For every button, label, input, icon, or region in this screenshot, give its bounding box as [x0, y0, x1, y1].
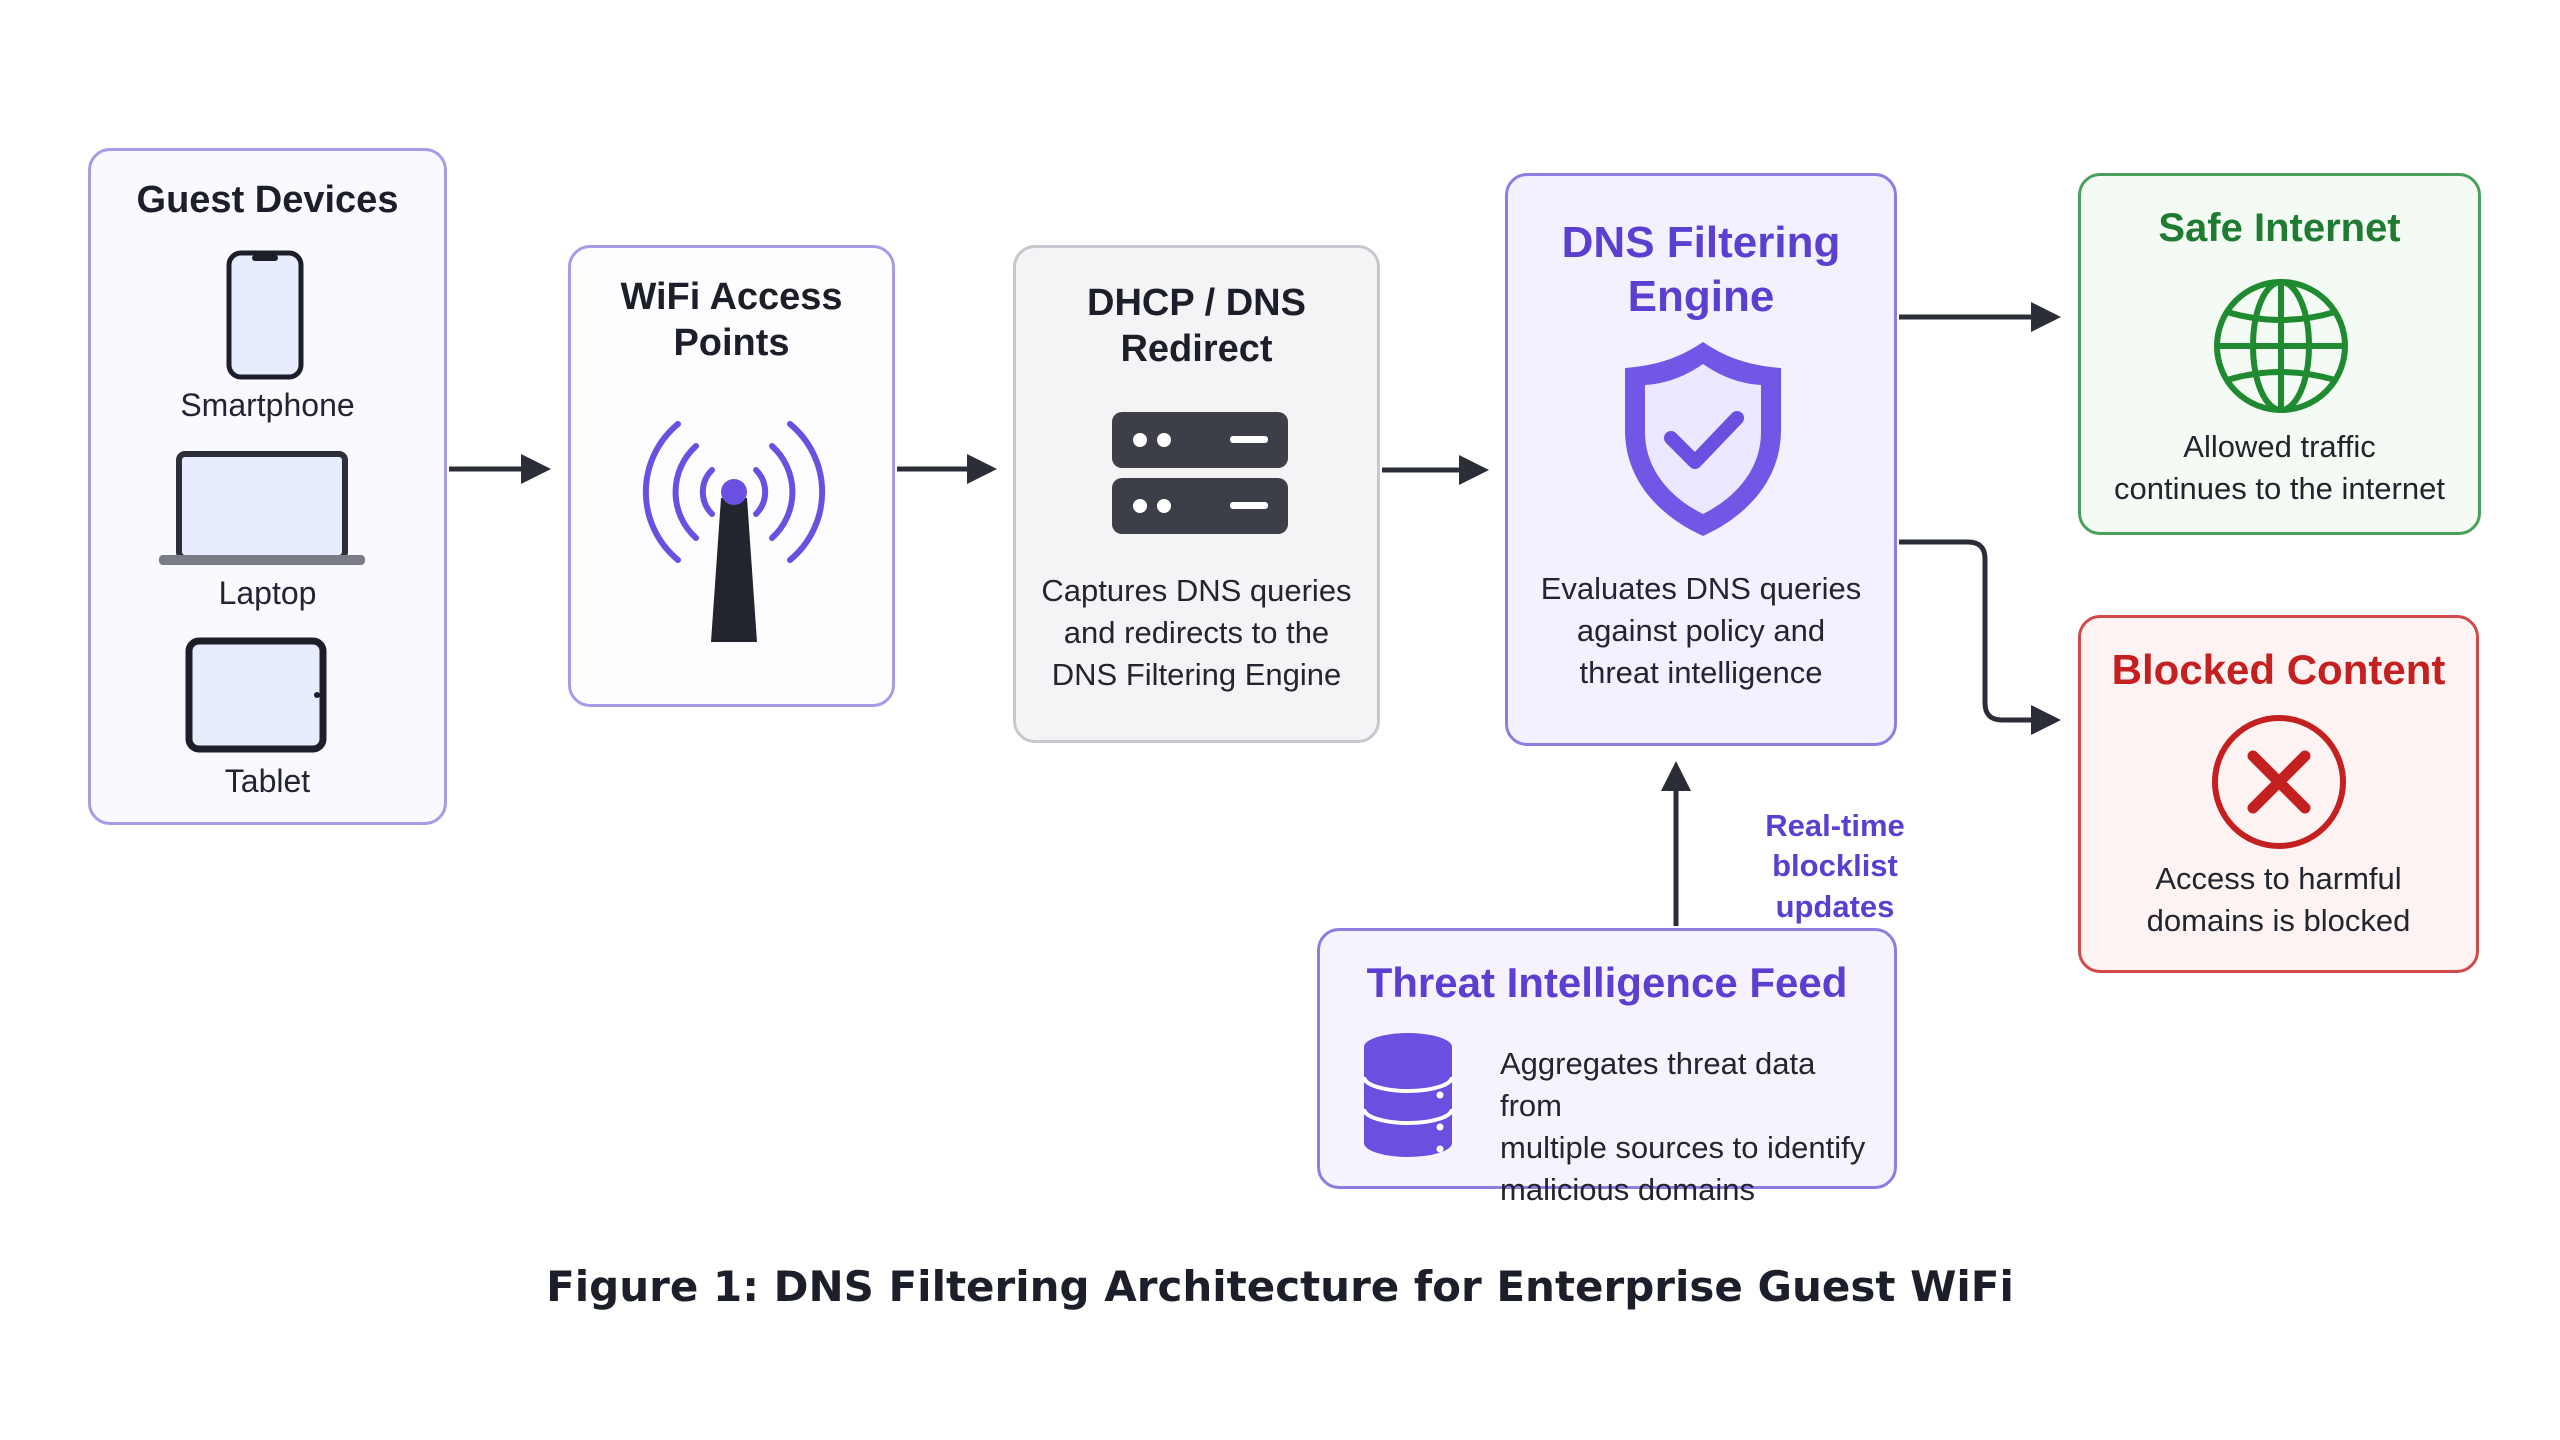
blocklist-updates-label: Real-time blocklist updates [1700, 806, 1970, 927]
desc-line: and redirects to the [1063, 614, 1330, 650]
wifi-access-points-title: WiFi Access Points [571, 274, 892, 367]
edge-label-line: updates [1775, 888, 1895, 924]
smartphone-icon [226, 250, 304, 380]
server-icon [1112, 412, 1288, 534]
device-label-smartphone: Smartphone [180, 387, 355, 423]
guest-devices-title: Guest Devices [136, 179, 399, 221]
threat-intelligence-feed-title: Threat Intelligence Feed [1366, 959, 1848, 1006]
edge-engine-to-blocked [1899, 539, 2061, 735]
desc-line: threat intelligence [1579, 654, 1823, 690]
blocked-content-description: Access to harmful domains is blocked [2081, 858, 2476, 942]
desc-line: multiple sources to identify [1500, 1129, 1866, 1165]
safe-internet-description: Allowed traffic continues to the interne… [2081, 426, 2478, 510]
title-line: DHCP / DNS [1087, 282, 1306, 324]
wifi-antenna-icon [642, 421, 826, 642]
dns-filtering-engine-description: Evaluates DNS queries against policy and… [1508, 568, 1894, 694]
desc-line: Evaluates DNS queries [1540, 571, 1862, 606]
desc-line: Captures DNS queries [1041, 573, 1352, 608]
shield-check-icon [1625, 342, 1781, 536]
dhcp-dns-redirect-title: DHCP / DNS Redirect [1016, 280, 1377, 373]
dns-filtering-engine-title: DNS Filtering Engine [1508, 216, 1894, 323]
globe-icon [2214, 279, 2348, 413]
tablet-icon [185, 637, 327, 753]
blocked-content-title: Blocked Content [2111, 646, 2446, 693]
desc-line: Access to harmful [2155, 861, 2402, 896]
safe-internet-title: Safe Internet [2158, 206, 2401, 250]
desc-line: malicious domains [1500, 1171, 1755, 1207]
database-icon [1362, 1033, 1454, 1157]
desc-line: domains is blocked [2146, 902, 2411, 938]
desc-line: continues to the internet [2114, 470, 2445, 506]
desc-line: against policy and [1576, 612, 1826, 648]
dhcp-dns-redirect-description: Captures DNS queries and redirects to th… [1016, 570, 1377, 696]
dhcp-dns-redirect-node: DHCP / DNS Redirect Captures DNS queries… [1013, 245, 1380, 743]
block-x-icon [2212, 715, 2346, 849]
threat-intelligence-feed-description: Aggregates threat data from multiple sou… [1500, 1043, 1884, 1210]
edge-label-line: Real-time blocklist [1765, 808, 1905, 884]
title-line: Points [673, 322, 790, 365]
title-line: WiFi Access [620, 276, 843, 318]
figure-caption: Figure 1: DNS Filtering Architecture for… [546, 1262, 2014, 1311]
desc-line: Allowed traffic [2183, 429, 2376, 464]
title-line: DNS Filtering [1561, 218, 1841, 267]
dns-filtering-engine-node: DNS Filtering Engine Evaluates DNS queri… [1505, 173, 1897, 746]
desc-line: DNS Filtering Engine [1051, 656, 1342, 692]
device-label-laptop: Laptop [218, 575, 317, 611]
blocked-content-node: Blocked Content Access to harmful domain… [2078, 615, 2479, 973]
threat-intelligence-feed-node: Threat Intelligence Feed Aggregates thre… [1317, 928, 1897, 1207]
device-label-tablet: Tablet [224, 763, 311, 799]
laptop-icon [159, 451, 365, 565]
wifi-access-points-node: WiFi Access Points [568, 245, 895, 707]
title-line: Redirect [1120, 328, 1273, 371]
desc-line: Aggregates threat data from [1500, 1046, 1816, 1123]
guest-devices-node: Guest Devices Smartphone Laptop Tablet [88, 148, 447, 825]
title-line: Engine [1627, 271, 1775, 321]
safe-internet-node: Safe Internet Allowed traffic continues … [2078, 173, 2481, 535]
